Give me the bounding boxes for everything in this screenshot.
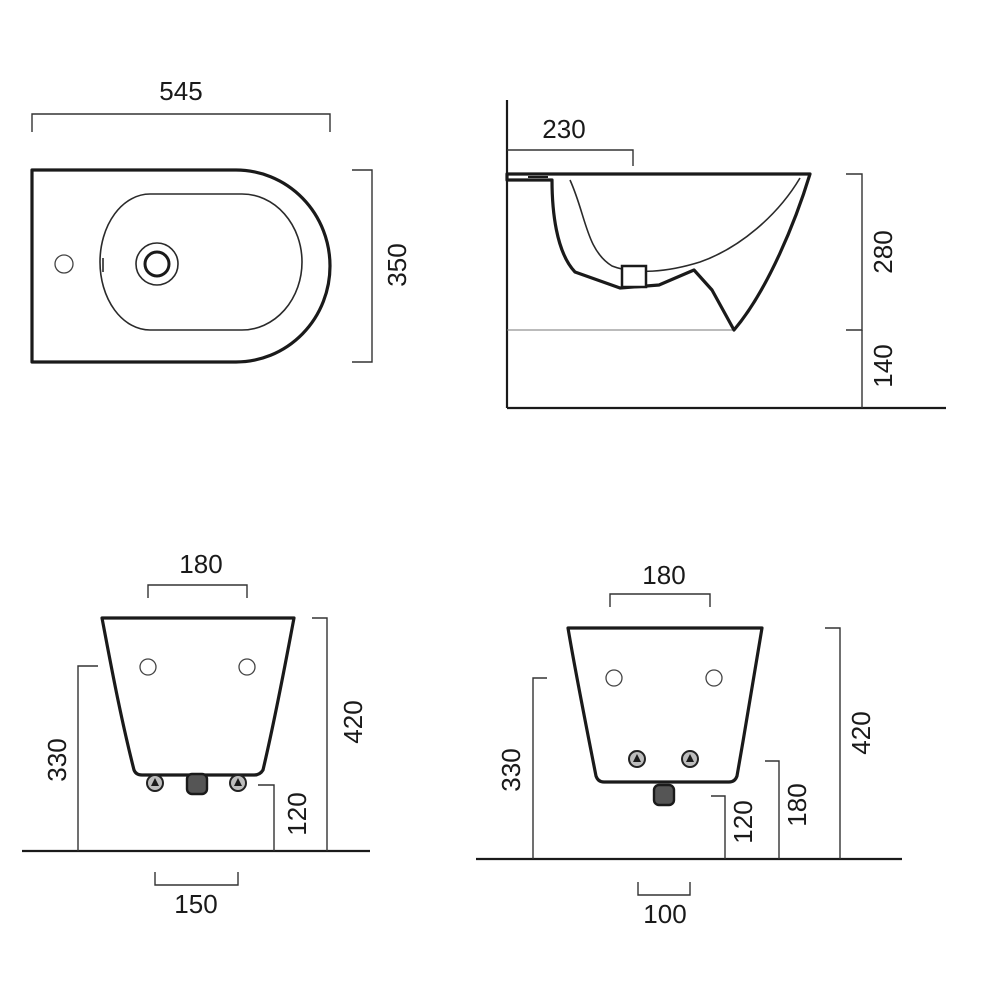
top-view-dim-length-label: 545 [159,76,202,106]
front-right-dim-top-line [609,593,711,607]
side-view-bowl-inner [569,177,801,273]
top-view-outline [30,168,332,364]
top-view: 545 350 [30,76,412,364]
front-left-dim-330-line [77,665,98,851]
front-right-dim-100-label: 100 [643,899,686,929]
front-right-supply-right-arrow-icon [686,754,694,762]
top-view-bowl-rim [99,193,303,331]
top-view-dim-width-line [352,169,373,363]
drain-inner-ring-icon [143,250,171,278]
front-right-dim-330-line [532,677,547,859]
front-right-dim-120-line [711,795,726,859]
front-right-dim-330-label: 330 [496,748,526,791]
front-right-dim-180-label: 180 [782,783,812,826]
front-left-supply-left-arrow-icon [151,778,159,786]
front-right-waste-icon [652,783,676,807]
front-left-dim-top-line [147,584,248,598]
front-left-waste-icon [185,772,209,796]
front-left-fix-hole-right-icon [238,658,256,676]
side-view-dim-floor-label: 140 [868,344,898,387]
front-right-supply-left-arrow-icon [633,754,641,762]
front-left-body [100,616,296,777]
side-view-dim-height-line [846,173,863,331]
top-view-dim-length-line [31,113,331,132]
front-right-dim-180-line [765,760,780,859]
front-right-dim-100-line [637,882,691,896]
front-left-dim-120-line [258,784,275,851]
side-view-drain [620,264,648,289]
front-left-fix-hole-left-icon [139,658,157,676]
front-left-dim-120-label: 120 [282,792,312,835]
front-right-dim-top-label: 180 [642,560,685,590]
front-view-right: 180 330 420 120 180 100 [476,560,902,929]
front-view-left: 180 330 420 120 150 [22,549,370,919]
front-left-dim-330-label: 330 [42,738,72,781]
tap-hole-icon [54,254,74,274]
side-view: 230 280 140 [505,100,946,410]
front-right-dim-420-line [825,627,841,859]
front-left-supply-right-arrow-icon [234,778,242,786]
side-view-dim-projection-label: 230 [542,114,585,144]
top-view-dim-width-label: 350 [382,243,412,286]
front-right-dim-120-label: 120 [728,800,758,843]
front-right-body [566,626,764,784]
side-view-body [505,172,812,332]
front-left-dim-420-line [312,617,328,851]
drain-outer-ring-icon [135,242,179,286]
front-left-dim-420-label: 420 [338,700,368,743]
side-view-dim-projection-line [507,149,634,166]
side-view-dim-height-label: 280 [868,230,898,273]
front-right-fix-hole-right-icon [705,669,723,687]
front-left-dim-150-line [154,872,239,886]
front-right-dim-420-label: 420 [846,711,876,754]
front-left-dim-top-label: 180 [179,549,222,579]
front-left-dim-150-label: 150 [174,889,217,919]
front-right-fix-hole-left-icon [605,669,623,687]
